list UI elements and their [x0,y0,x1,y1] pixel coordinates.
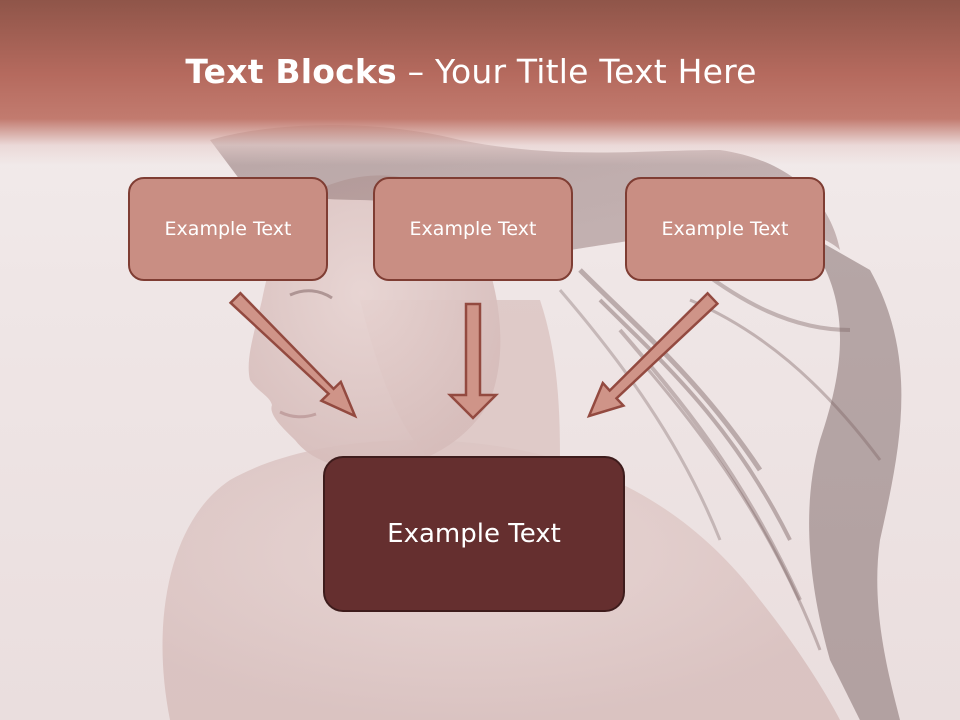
title-band [0,0,960,165]
arrow-right [586,291,720,418]
title-separator: – [396,52,435,91]
text-block-left[interactable]: Example Text [128,177,328,281]
slide-title: Text Blocks – Your Title Text Here [0,52,942,91]
arrow-left [228,291,358,419]
title-bold-part: Text Blocks [185,52,397,91]
text-block-center[interactable]: Example Text [373,177,573,281]
text-block-bottom[interactable]: Example Text [323,456,625,612]
title-regular-part: Your Title Text Here [434,52,757,91]
text-block-right[interactable]: Example Text [625,177,825,281]
arrow-center [446,302,500,420]
